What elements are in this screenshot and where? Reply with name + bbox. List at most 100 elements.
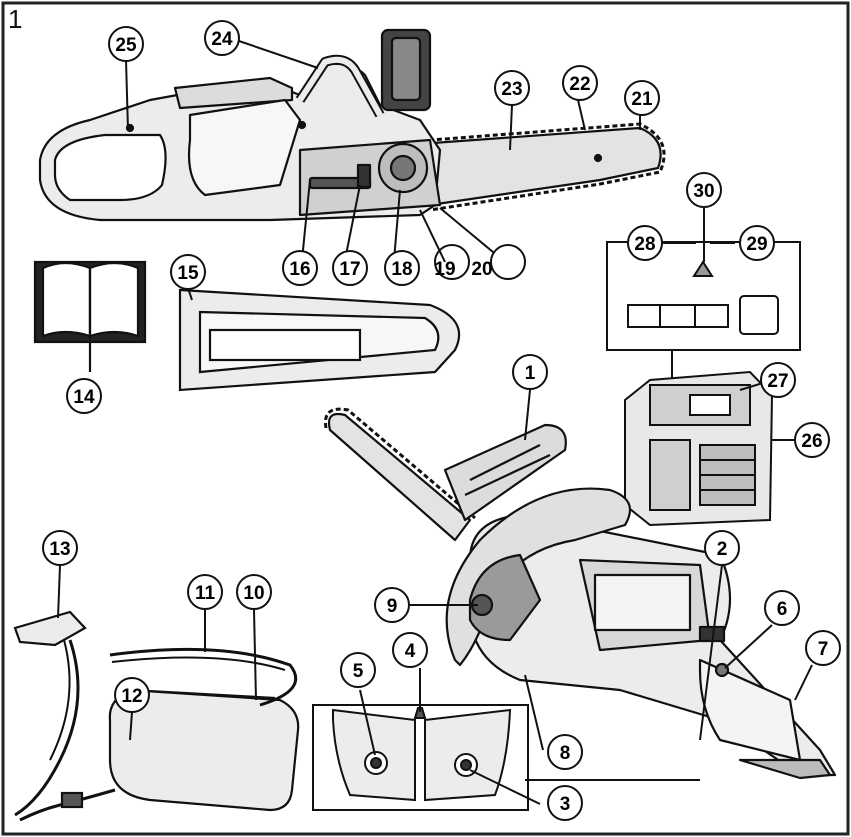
callout-label-9: 9 [387,596,398,617]
callout-14: 14 [66,378,102,414]
triangle-file-guide [692,260,714,277]
plug-cable [14,639,80,817]
callout-label-19: 19 [434,259,455,280]
callout-circle-3 [547,785,583,821]
callout-label-12: 12 [121,686,142,707]
callout-label-20: 20 [471,259,492,280]
battery [624,370,774,527]
leader-lines [57,39,813,805]
callout-circle-8 [547,734,583,770]
callout-20: 20 [471,259,492,280]
charger-cable [109,647,298,707]
callout-label-17: 17 [339,259,360,280]
callout-circle-18 [384,250,420,286]
callout-label-8: 8 [560,743,571,764]
callout-circle-6 [764,590,800,626]
guide-bar [403,126,662,207]
callout-label-3: 3 [560,794,571,815]
callout-13: 13 [42,530,78,566]
callout-30: 30 [686,172,722,208]
callout-circle-10 [236,574,272,610]
cover-plates-inset [312,704,529,811]
callout-label-21: 21 [631,89,653,110]
callout-circle-1 [512,354,548,390]
callout-5: 5 [340,652,376,688]
callout-label-2: 2 [717,539,728,560]
accessory-kit [606,241,801,378]
callout-26: 26 [794,422,830,458]
callout-circle-14 [66,378,102,414]
callout-circle-4 [392,632,428,668]
callout-label-11: 11 [195,583,216,604]
callout-circle-26 [794,422,830,458]
rear-handle-front [698,658,802,762]
callout-label-1: 1 [525,363,536,384]
guide-bar-front [327,412,472,542]
battery-slot-top [173,76,294,110]
figure-number: 1 [8,4,23,34]
empty-callout-circle [490,244,526,280]
callout-circle-5 [340,652,376,688]
callout-8: 8 [547,734,583,770]
callout-16: 16 [282,250,318,286]
screw [413,707,427,719]
callout-label-27: 27 [767,371,788,392]
callout-label-26: 26 [801,431,822,452]
callout-3: 3 [547,785,583,821]
callout-1: 1 [512,354,548,390]
file-handle [739,295,779,335]
callout-label-24: 24 [211,29,233,50]
callout-label-29: 29 [746,234,767,255]
callout-circle-25 [108,26,144,62]
callout-label-4: 4 [405,641,416,662]
callout-label-22: 22 [569,74,590,95]
callout-label-15: 15 [177,263,199,284]
callout-circle-16 [282,250,318,286]
callout-label-7: 7 [818,639,829,660]
callout-9: 9 [374,587,410,623]
guide-bar-cover [178,288,461,392]
charger [13,610,300,822]
callout-label-14: 14 [73,387,95,408]
callout-21: 21 [624,80,660,116]
callout-circle-7 [805,630,841,666]
callout-circle-11 [187,574,223,610]
body-cutout [187,98,302,197]
callout-circle-13 [42,530,78,566]
callout-label-30: 30 [693,181,714,202]
callout-circle-17 [332,250,368,286]
callout-15: 15 [170,254,206,290]
callout-6: 6 [764,590,800,626]
callout-circle-15 [170,254,206,290]
callout-label-16: 16 [289,259,310,280]
callout-19: 19 [434,259,455,280]
callout-29: 29 [739,225,775,261]
operator-manual [33,260,147,372]
callout-circle-28 [627,225,663,261]
callout-12: 12 [114,677,150,713]
callout-11: 11 [187,574,223,610]
saw-chain [404,122,666,212]
plug [13,610,87,647]
callout-circle-23 [494,70,530,106]
chainsaw-front-view [323,407,837,780]
callout-circle-21 [624,80,660,116]
callout-circle-9 [374,587,410,623]
callout-4: 4 [392,632,428,668]
callout-label-25: 25 [115,35,137,56]
callout-circle-22 [562,65,598,101]
callout-label-10: 10 [243,583,264,604]
callout-label-6: 6 [777,599,788,620]
callout-23: 23 [494,70,530,106]
callout-label-5: 5 [353,661,364,682]
callout-label-28: 28 [634,234,655,255]
callout-label-13: 13 [49,539,70,560]
callout-circle-24 [204,20,240,56]
rear-handle [53,133,167,202]
callout-22: 22 [562,65,598,101]
callout-17: 17 [332,250,368,286]
